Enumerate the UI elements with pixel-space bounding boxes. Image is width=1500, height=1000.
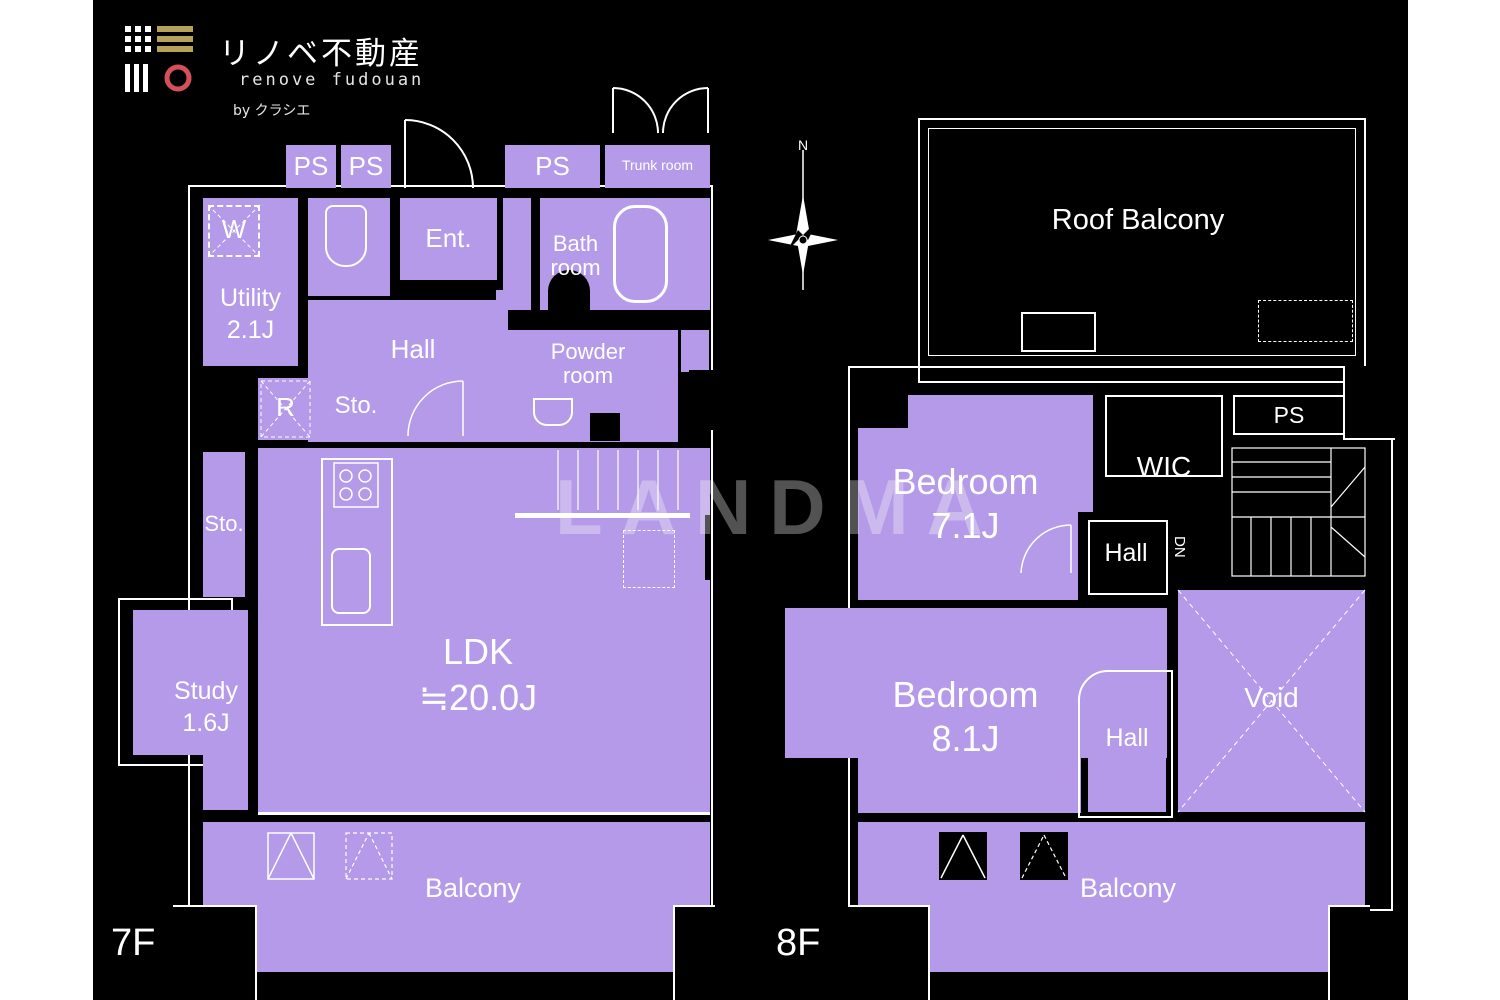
- room-sto-1: [325, 378, 387, 438]
- staircase-8f-icon: [1231, 447, 1366, 577]
- label-hall-7f: Hall: [390, 334, 436, 364]
- label-ps-1: PS: [293, 151, 329, 181]
- staircase-7f-icon: [557, 450, 679, 510]
- r-cross-icon: [260, 380, 311, 438]
- sink-icon: [533, 398, 573, 426]
- column-7f-upper: [689, 370, 737, 430]
- watermark-text: LANDMA: [555, 463, 1001, 551]
- label-ps-2: PS: [348, 151, 384, 181]
- label-sto-1: Sto.: [334, 392, 378, 419]
- room-bedroom-1: [858, 395, 1093, 600]
- room-ldk: [258, 448, 710, 813]
- label-balcony-7f: Balcony: [424, 873, 522, 903]
- room-hall-8f-upper: [1088, 520, 1168, 595]
- room-wic: [1105, 395, 1223, 477]
- room-entrance: [400, 198, 497, 280]
- floor-plan-canvas: リノベ不動産 renove fudouan by クラシエ PS PS PS T…: [93, 0, 1408, 1000]
- room-sto-2: [203, 452, 245, 597]
- ac-unit-8f-dashed-icon: [1020, 832, 1068, 880]
- owner-storage-dashed: [623, 530, 675, 588]
- bath-drain-shape: [548, 270, 590, 310]
- bedroom1-door-icon: [1020, 524, 1072, 574]
- kitchen-sink-icon: [331, 548, 371, 614]
- hall-8f-lower-outline: [1078, 670, 1173, 818]
- hall-door-icon: [407, 380, 464, 437]
- label-powder-room: Powder room: [550, 339, 626, 389]
- stove-icon: [333, 462, 379, 508]
- room-utility: [203, 198, 298, 366]
- logo-subtitle: renove fudouan: [239, 70, 425, 90]
- washer-space: [208, 205, 260, 257]
- room-balcony-7f: [203, 822, 710, 972]
- compass-n-label: N: [797, 137, 809, 153]
- label-ps-3: PS: [535, 151, 570, 181]
- label-sto-2: Sto.: [204, 511, 244, 536]
- compass-north-icon: [768, 150, 838, 290]
- ac-unit-icon: [267, 832, 315, 880]
- label-w: W: [221, 214, 247, 244]
- brand-logo: [125, 24, 205, 94]
- ldk-wall-gap: [705, 515, 710, 580]
- room-ps-1: [286, 145, 336, 188]
- roof-balcony-outline: [918, 118, 1366, 383]
- room-ps-3: [505, 145, 600, 188]
- logo-mark-icon: [125, 26, 193, 92]
- column-8f-upper-right: [1343, 366, 1395, 440]
- label-hall-8f-lower: Hall: [1105, 724, 1149, 752]
- study-lower-extension: [203, 745, 248, 810]
- hall-connector: [496, 290, 508, 442]
- floor-label-8f: 8F: [776, 922, 821, 964]
- label-r: R: [276, 392, 295, 422]
- trunk-double-door-icon: [612, 87, 709, 134]
- ac-unit-dashed-icon: [345, 832, 393, 880]
- partition-wall: [515, 513, 690, 518]
- kitchen-counter: [321, 458, 393, 626]
- column-8f-right: [1328, 905, 1370, 1000]
- bathtub-icon: [613, 205, 668, 303]
- label-roof-balcony: Roof Balcony: [1051, 204, 1225, 236]
- column-7f-right: [673, 905, 715, 1000]
- roof-hatch: [1021, 312, 1096, 352]
- column-7f-left: [173, 905, 257, 1000]
- label-ps-8f: PS: [1273, 402, 1305, 428]
- label-balcony-8f: Balcony: [1079, 873, 1177, 903]
- room-trunk: [605, 145, 710, 188]
- label-void: Void: [1244, 682, 1299, 713]
- room-study: [133, 610, 248, 755]
- label-bath: Bath room: [550, 231, 601, 281]
- label-trunk-room: Trunk room: [621, 157, 694, 173]
- logo-byline: by クラシエ: [233, 103, 311, 119]
- label-ldk: LDK ≒20.0J: [418, 631, 538, 718]
- powder-side-storage: [681, 330, 709, 372]
- label-study: Study 1.6J: [174, 677, 238, 737]
- room-ps-2: [341, 145, 391, 188]
- label-ent: Ent.: [425, 223, 472, 253]
- ac-unit-8f-icon: [939, 832, 987, 880]
- roof-equipment-dashed: [1258, 300, 1353, 342]
- label-dn: DN: [1171, 536, 1188, 558]
- washer-cross-icon: [207, 204, 261, 258]
- entrance-door-icon: [404, 119, 474, 189]
- label-wic: WIC: [1136, 451, 1192, 482]
- void-cross-icon: [1177, 589, 1366, 813]
- floor-label-7f: 7F: [111, 922, 156, 964]
- label-bedroom-1: Bedroom 7.1J: [892, 461, 1039, 546]
- ldk-window-line: [258, 812, 710, 815]
- bedroom2-lower: [858, 745, 1081, 813]
- column-8f-left: [848, 905, 930, 1000]
- toilet-icon: [325, 205, 367, 267]
- label-hall-8f-upper: Hall: [1104, 539, 1148, 567]
- pipe-shaft-block: [590, 413, 620, 441]
- logo-title: リノベ不動産: [219, 36, 423, 72]
- label-bedroom-2: Bedroom 8.1J: [892, 674, 1039, 759]
- label-utility: Utility 2.1J: [219, 284, 282, 344]
- roof-balcony-inner: [928, 128, 1356, 356]
- column-8f-notch: [858, 390, 908, 428]
